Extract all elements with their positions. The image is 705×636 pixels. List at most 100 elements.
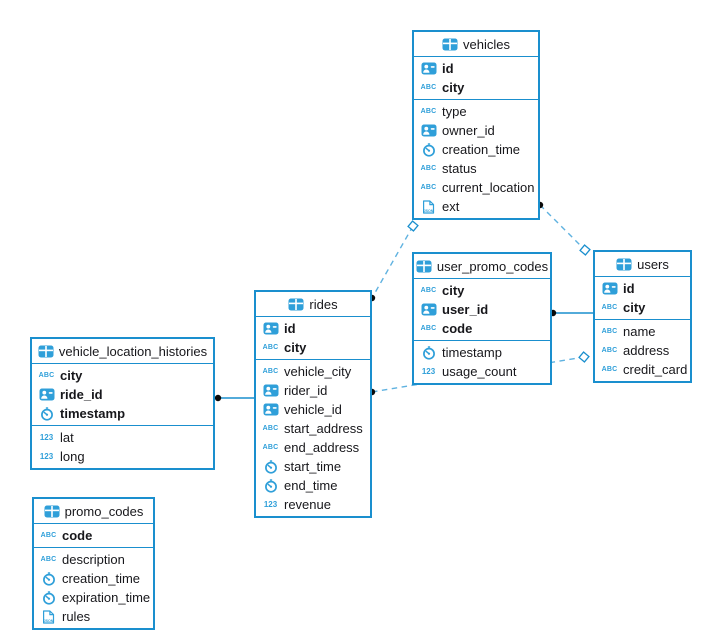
column-name: expiration_time <box>62 590 151 605</box>
column-name: owner_id <box>442 123 495 138</box>
text-type-icon: ABC <box>601 366 618 373</box>
column-name: address <box>623 343 670 358</box>
column-name: ride_id <box>60 387 103 402</box>
timestamp-icon <box>40 571 57 586</box>
table-icon <box>288 298 304 311</box>
table-icon <box>442 38 458 51</box>
timestamp-icon <box>420 142 437 157</box>
column-row: user_id <box>414 300 550 319</box>
svg-text:JSON: JSON <box>44 618 54 622</box>
column-name: status <box>442 161 477 176</box>
id-badge-icon <box>262 384 279 397</box>
column-row: timestamp <box>32 404 213 423</box>
column-row: ABC city <box>32 366 213 385</box>
column-name: timestamp <box>442 345 502 360</box>
table-header: rides <box>256 292 370 317</box>
table-name: rides <box>309 296 338 312</box>
table-header: vehicle_location_histories <box>32 339 213 364</box>
column-row: rider_id <box>256 381 370 400</box>
id-badge-icon <box>38 388 55 401</box>
timestamp-icon <box>262 459 279 474</box>
table-header: promo_codes <box>34 499 153 524</box>
text-type-icon: ABC <box>40 556 57 563</box>
column-name: rules <box>62 609 91 624</box>
json-type-icon: JSON <box>40 609 57 624</box>
columns-section: timestamp 123 usage_count <box>414 341 550 383</box>
column-row: id <box>595 279 690 298</box>
table-name: user_promo_codes <box>436 258 549 274</box>
number-type-icon: 123 <box>39 451 54 461</box>
json-type-icon: JSON <box>420 199 437 214</box>
column-name: credit_card <box>623 362 688 377</box>
number-type-icon: 123 <box>39 432 54 442</box>
column-name: type <box>442 104 467 119</box>
column-name: start_address <box>284 421 363 436</box>
table-icon <box>616 258 632 271</box>
column-name: ext <box>442 199 460 214</box>
table-icon <box>416 260 432 273</box>
relationship-square-marker <box>407 220 419 232</box>
column-row: ABC code <box>34 526 153 545</box>
id-badge-icon <box>420 303 437 316</box>
column-name: revenue <box>284 497 331 512</box>
svg-text:JSON: JSON <box>424 208 434 212</box>
column-name: creation_time <box>62 571 141 586</box>
text-type-icon: ABC <box>38 372 55 379</box>
column-name: creation_time <box>442 142 521 157</box>
number-type-icon: 123 <box>421 366 436 376</box>
table-name: users <box>637 256 669 272</box>
column-name: lat <box>60 430 74 445</box>
column-row: end_time <box>256 476 370 495</box>
column-name: end_time <box>284 478 338 493</box>
text-type-icon: ABC <box>601 304 618 311</box>
column-name: usage_count <box>442 364 517 379</box>
column-row: ABC credit_card <box>595 360 690 379</box>
table-header: vehicles <box>414 32 538 57</box>
column-row: JSON ext <box>414 197 538 216</box>
column-name: end_address <box>284 440 360 455</box>
text-type-icon: ABC <box>262 344 279 351</box>
timestamp-icon <box>40 590 57 605</box>
timestamp-icon <box>262 478 279 493</box>
text-type-icon: ABC <box>262 444 279 451</box>
column-row: creation_time <box>34 569 153 588</box>
text-type-icon: ABC <box>420 184 437 191</box>
text-type-icon: ABC <box>601 347 618 354</box>
timestamp-icon <box>420 345 437 360</box>
column-name: timestamp <box>60 406 126 421</box>
column-name: name <box>623 324 656 339</box>
text-type-icon: ABC <box>420 287 437 294</box>
column-row: vehicle_id <box>256 400 370 419</box>
column-name: id <box>623 281 635 296</box>
table-icon <box>38 345 54 358</box>
column-name: code <box>62 528 93 543</box>
column-name: id <box>442 61 454 76</box>
text-type-icon: ABC <box>40 532 57 539</box>
column-row: expiration_time <box>34 588 153 607</box>
column-name: code <box>442 321 473 336</box>
column-name: city <box>60 368 83 383</box>
column-row: JSON rules <box>34 607 153 626</box>
